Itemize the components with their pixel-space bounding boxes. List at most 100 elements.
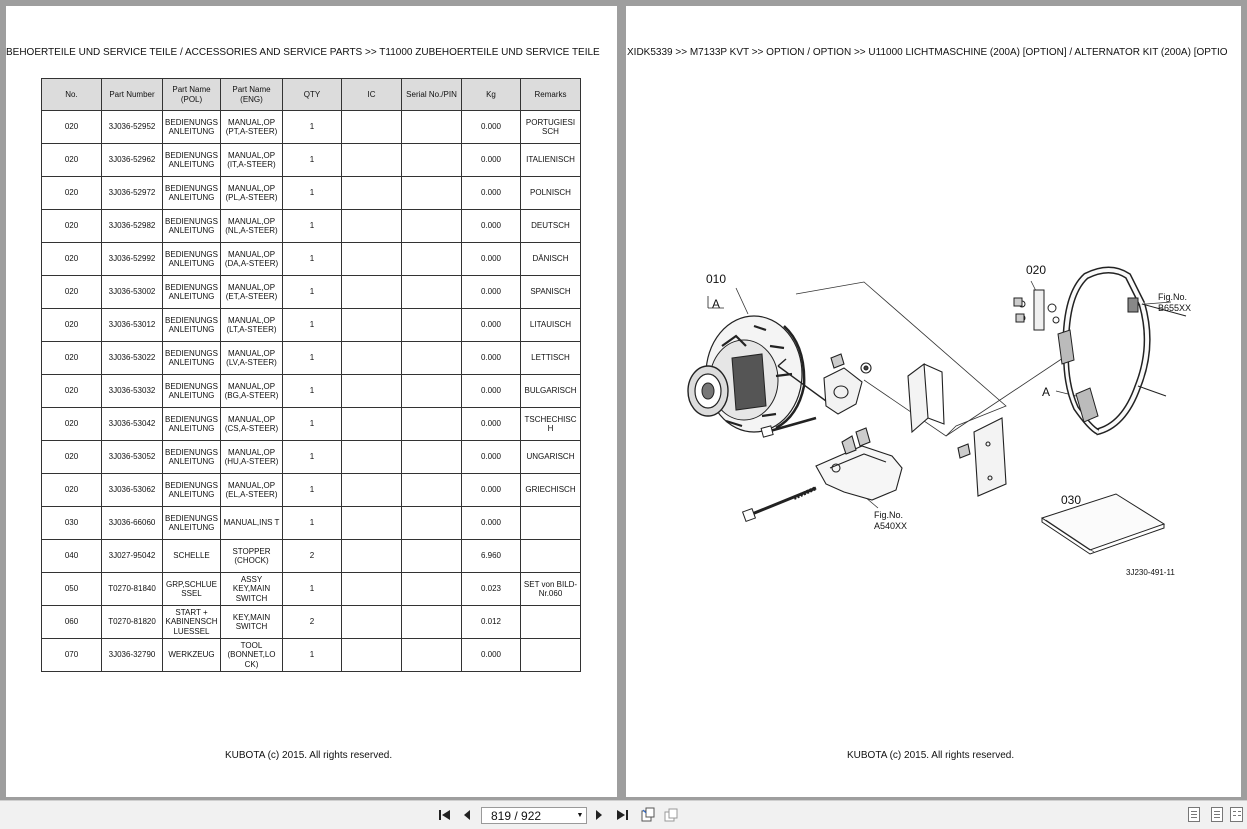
footer-left: KUBOTA (c) 2015. All rights reserved.	[225, 750, 393, 761]
table-cell	[401, 407, 462, 441]
cable-harness	[1057, 266, 1187, 436]
table-cell: 6.960	[461, 539, 521, 573]
next-page-icon[interactable]	[590, 806, 608, 824]
table-cell: 1	[282, 407, 342, 441]
table-cell: 0.000	[461, 374, 521, 408]
table-cell: ASSY KEY,MAIN SWITCH	[220, 572, 283, 606]
table-cell: BEDIENUNGS ANLEITUNG	[162, 143, 221, 177]
table-cell: 3J036-52992	[101, 242, 163, 276]
table-cell: 020	[41, 407, 102, 441]
table-cell: MANUAL,OP (LT,A-STEER)	[220, 308, 283, 342]
two-page-view-icon[interactable]	[1230, 807, 1243, 822]
table-cell: 0.000	[461, 341, 521, 375]
column-header: Remarks	[520, 78, 581, 111]
table-cell: 020	[41, 440, 102, 474]
chevron-down-icon: ▼	[576, 812, 584, 819]
table-cell: MANUAL,INS T	[220, 506, 283, 540]
table-cell: POLNISCH	[520, 176, 581, 210]
table-cell	[341, 374, 402, 408]
table-cell: 020	[41, 209, 102, 243]
last-page-icon[interactable]	[613, 806, 631, 824]
table-cell	[341, 440, 402, 474]
table-cell: 0.012	[461, 605, 521, 639]
table-cell: 0.000	[461, 440, 521, 474]
table-cell: 1	[282, 473, 342, 507]
fit-width-icon[interactable]	[662, 806, 680, 824]
table-cell: SPANISCH	[520, 275, 581, 309]
table-cell	[520, 638, 581, 672]
lower-bracket	[815, 427, 903, 501]
ref-a-left: A	[712, 297, 720, 311]
first-page-icon[interactable]	[436, 806, 454, 824]
table-cell	[341, 605, 402, 639]
table-cell: 3J036-53032	[101, 374, 163, 408]
table-cell: 3J036-52952	[101, 110, 163, 144]
column-header: Part Name (POL)	[162, 78, 221, 111]
table-cell: BEDIENUNGS ANLEITUNG	[162, 308, 221, 342]
table-cell	[341, 341, 402, 375]
table-cell	[341, 242, 402, 276]
table-cell	[401, 308, 462, 342]
table-cell: 0.000	[461, 143, 521, 177]
table-cell	[341, 572, 402, 606]
table-cell: 0.000	[461, 275, 521, 309]
table-cell: 020	[41, 143, 102, 177]
table-cell	[401, 242, 462, 276]
page-indicator: 819 / 922	[491, 808, 542, 823]
table-cell: 1	[282, 275, 342, 309]
table-cell: 3J036-66060	[101, 506, 163, 540]
alternator	[687, 315, 827, 433]
table-cell	[401, 440, 462, 474]
table-cell: BEDIENUNGS ANLEITUNG	[162, 110, 221, 144]
table-cell: 2	[282, 605, 342, 639]
table-cell	[520, 539, 581, 573]
table-cell: 3J036-52962	[101, 143, 163, 177]
table-cell	[341, 176, 402, 210]
table-cell	[520, 605, 581, 639]
single-page-view-icon[interactable]	[1188, 807, 1200, 822]
table-cell: MANUAL,OP (HU,A-STEER)	[220, 440, 283, 474]
table-cell: T0270-81820	[101, 605, 163, 639]
table-cell: MANUAL,OP (BG,A-STEER)	[220, 374, 283, 408]
viewer-toolbar: 819 / 922 ▼	[0, 800, 1247, 829]
table-cell	[341, 209, 402, 243]
table-cell: 070	[41, 638, 102, 672]
prev-page-icon[interactable]	[458, 806, 476, 824]
column-header: Kg	[461, 78, 521, 111]
breadcrumb-right: XIDK5339 >> M7133P KVT >> OPTION / OPTIO…	[627, 47, 1228, 58]
table-cell: WERKZEUG	[162, 638, 221, 672]
table-cell: BEDIENUNGS ANLEITUNG	[162, 176, 221, 210]
table-cell: 1	[282, 572, 342, 606]
table-cell: 1	[282, 341, 342, 375]
column-header: Part Number	[101, 78, 163, 111]
table-cell: 0.000	[461, 209, 521, 243]
table-cell: BEDIENUNGS ANLEITUNG	[162, 341, 221, 375]
table-cell	[341, 506, 402, 540]
table-cell: 1	[282, 638, 342, 672]
fit-page-icon[interactable]	[639, 806, 657, 824]
alternator-kit-diagram: 010 A 020 A 030 Fig.No. B655XX Fig.No. A…	[687, 263, 1191, 577]
table-cell: 060	[41, 605, 102, 639]
table-cell: 0.023	[461, 572, 521, 606]
table-cell	[401, 374, 462, 408]
table-cell: 2	[282, 539, 342, 573]
page-indicator-select[interactable]: 819 / 922 ▼	[481, 807, 587, 824]
continuous-view-icon[interactable]	[1211, 807, 1223, 822]
table-cell: 020	[41, 110, 102, 144]
table-cell: 1	[282, 374, 342, 408]
table-cell: 020	[41, 308, 102, 342]
column-header: Part Name (ENG)	[220, 78, 283, 111]
table-cell: GRP,SCHLUE SSEL	[162, 572, 221, 606]
callout-010: 010	[706, 272, 726, 286]
table-cell: 1	[282, 440, 342, 474]
table-cell: 0.000	[461, 110, 521, 144]
table-cell: UNGARISCH	[520, 440, 581, 474]
table-cell: 030	[41, 506, 102, 540]
